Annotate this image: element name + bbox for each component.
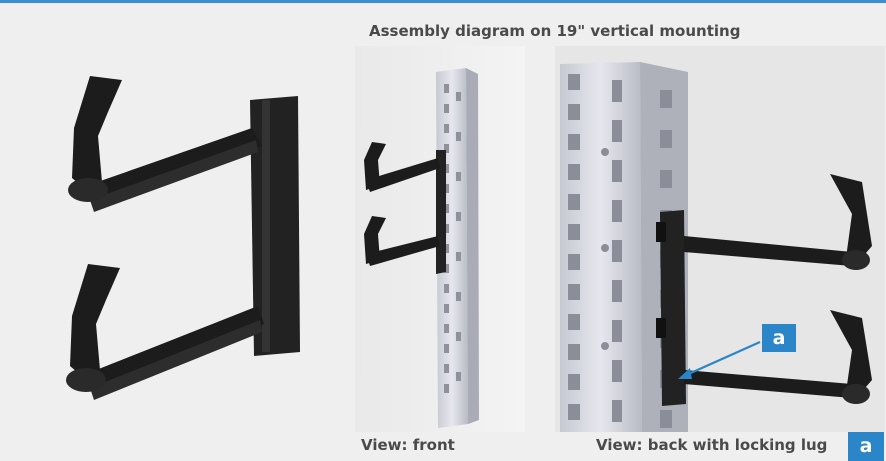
caption-back-view: View: back with locking lug: [596, 436, 828, 454]
front-rail-holes: [444, 84, 461, 393]
back-bracket: [656, 174, 872, 406]
bracket-lower-arm: [86, 306, 264, 392]
bracket-upper-arm-lip: [90, 140, 258, 212]
caption-legend-badge: a: [848, 432, 884, 461]
diagram-title: Assembly diagram on 19" vertical mountin…: [369, 22, 741, 40]
bracket-lower-roll: [66, 368, 106, 392]
bracket-lower-arm-lip: [90, 320, 262, 400]
front-rail-flange: [466, 68, 479, 424]
front-view-panel: [355, 46, 525, 432]
bracket-upper-hook: [72, 76, 122, 190]
callout-arrow: [678, 340, 761, 379]
bracket-lower-hook: [70, 264, 120, 378]
back-view-panel: [555, 46, 885, 432]
top-accent-line: [0, 0, 886, 3]
callout-badge: a: [762, 324, 796, 352]
front-bracket: [364, 142, 446, 274]
bracket-upper-roll: [68, 178, 108, 202]
bracket-backplate-edge: [262, 100, 270, 352]
caption-front-view: View: front: [361, 436, 455, 454]
cable-bracket-standalone: [66, 76, 300, 400]
